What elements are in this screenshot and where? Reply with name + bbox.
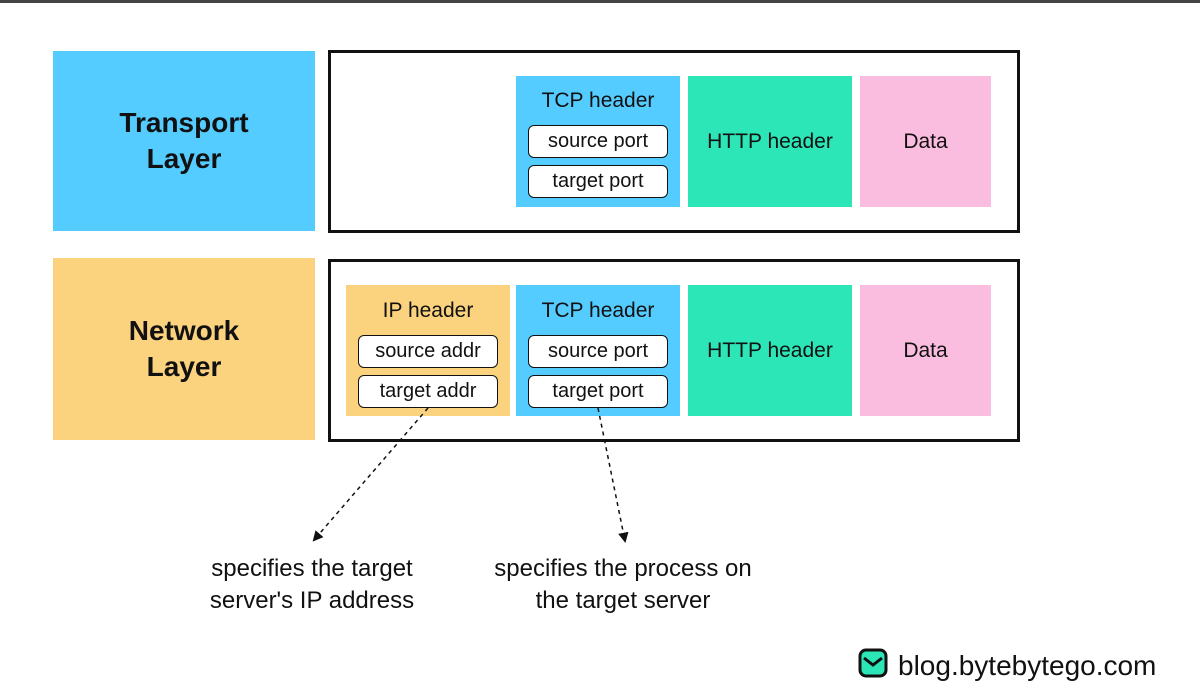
source-port-field: source port <box>528 125 668 158</box>
port-note-arrow <box>597 407 629 544</box>
process-note: specifies the process on the target serv… <box>494 555 752 614</box>
network-tcp-header: TCP header source port target port <box>516 285 680 416</box>
network-http-header: HTTP header <box>688 285 852 416</box>
network-data-block: Data <box>860 285 991 416</box>
transport-http-header: HTTP header <box>688 76 852 207</box>
network-layer-label: Network Layer <box>53 258 315 440</box>
source-port-field: source port <box>528 335 668 368</box>
transport-tcp-header: TCP header source port target port <box>516 76 680 207</box>
tcp-header-title: TCP header <box>541 299 655 322</box>
ip-header-title: IP header <box>382 299 474 322</box>
brand-url[interactable]: blog.bytebytego.com <box>898 650 1157 681</box>
ip-address-note: specifies the target server's IP address <box>209 555 415 614</box>
bytebytego-logo-icon <box>858 648 888 678</box>
transport-data-block: Data <box>860 76 991 207</box>
ip-note-arrow <box>312 407 429 542</box>
target-addr-field: target addr <box>358 375 498 408</box>
tcp-header-title: TCP header <box>541 89 655 112</box>
transport-layer-label: Transport Layer <box>53 51 315 231</box>
source-addr-field: source addr <box>358 335 498 368</box>
target-port-field: target port <box>528 375 668 408</box>
top-border <box>0 0 1200 3</box>
network-ip-header: IP header source addr target addr <box>346 285 510 416</box>
target-port-field: target port <box>528 165 668 198</box>
